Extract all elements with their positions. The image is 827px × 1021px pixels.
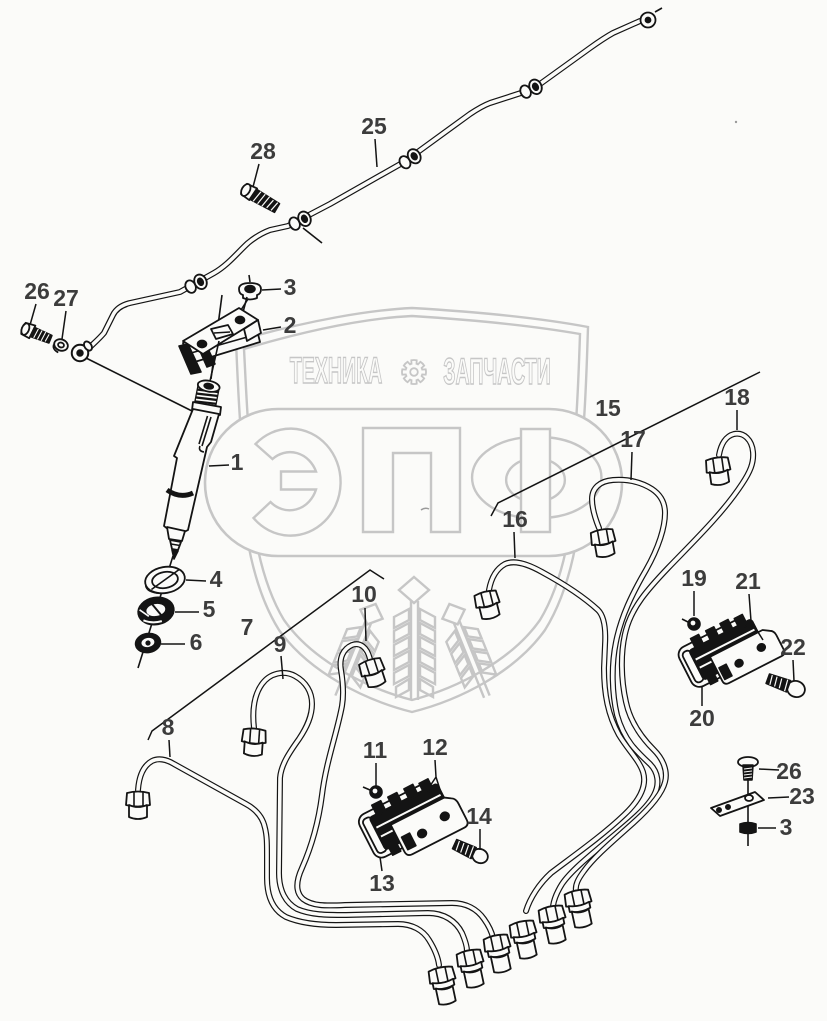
svg-text:22: 22 [780,634,806,660]
svg-text:21: 21 [735,568,761,594]
svg-text:4: 4 [210,566,223,592]
svg-text:23: 23 [789,783,815,809]
svg-text:7: 7 [241,614,254,640]
svg-text:8: 8 [162,714,175,740]
svg-text:28: 28 [250,138,276,164]
svg-text:3: 3 [284,274,297,300]
svg-text:18: 18 [724,384,750,410]
svg-text:15: 15 [595,395,621,421]
svg-text:1: 1 [231,449,244,475]
svg-text:14: 14 [466,803,492,829]
svg-text:20: 20 [689,705,715,731]
svg-text:3: 3 [780,814,793,840]
svg-text:13: 13 [369,870,395,896]
svg-text:12: 12 [422,734,448,760]
svg-text:6: 6 [190,629,203,655]
svg-text:ТЕХНИКА: ТЕХНИКА [290,351,383,392]
svg-text:16: 16 [502,506,528,532]
svg-text:17: 17 [620,426,646,452]
svg-text:2: 2 [284,312,297,338]
svg-text:ЗАПЧАСТИ: ЗАПЧАСТИ [443,352,550,393]
svg-text:19: 19 [681,565,707,591]
svg-text:26: 26 [776,758,802,784]
svg-text:26: 26 [24,278,50,304]
svg-text:25: 25 [361,113,387,139]
svg-text:9: 9 [274,631,287,657]
svg-text:11: 11 [363,737,388,763]
svg-text:27: 27 [53,285,79,311]
svg-text:5: 5 [203,596,216,622]
svg-text:10: 10 [351,581,377,607]
